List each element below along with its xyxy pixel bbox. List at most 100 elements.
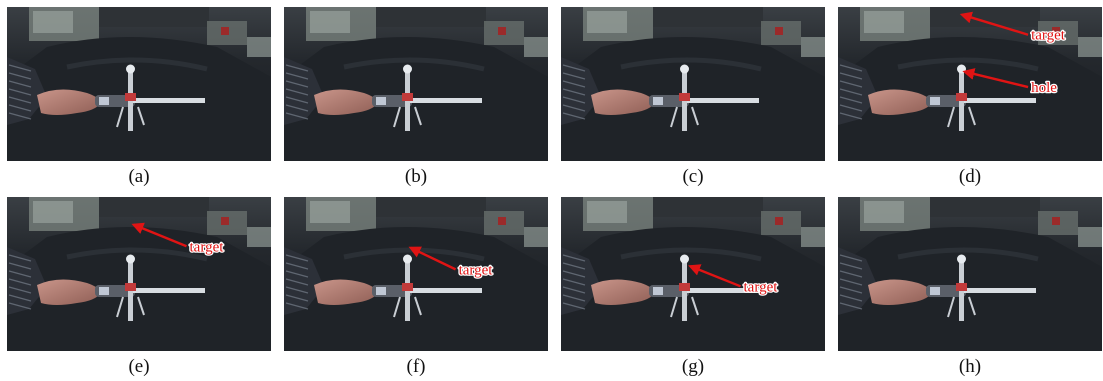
device-led	[498, 217, 506, 225]
tool-leg	[691, 296, 699, 316]
sleeve-stripe	[285, 72, 309, 80]
equipment-panel	[33, 11, 73, 33]
tool-top	[403, 254, 412, 264]
panel-caption: (d)	[958, 166, 982, 187]
tool-rod	[964, 288, 1036, 293]
sleeve-stripe	[839, 104, 863, 112]
sleeve-stripe	[562, 64, 586, 72]
device-edge	[524, 37, 548, 57]
sleeve-stripe	[285, 254, 309, 262]
photo-frame	[561, 7, 825, 161]
tool-top	[126, 254, 135, 264]
sleeve-stripe	[285, 294, 309, 302]
tool-rod	[133, 288, 205, 293]
sleeve-stripe	[8, 80, 32, 88]
sleeve-stripe	[562, 262, 586, 270]
hand	[591, 279, 655, 305]
annotation-label: target	[744, 279, 779, 295]
device-edge	[801, 227, 825, 247]
sleeve-stripe	[8, 262, 32, 270]
scene-photo: target	[7, 197, 271, 351]
tool-leg	[393, 106, 401, 128]
tool-band	[99, 97, 109, 105]
device-edge	[1078, 227, 1102, 247]
tool-rod	[410, 288, 482, 293]
annotation-arrow	[962, 68, 1029, 89]
bench	[376, 197, 486, 217]
annotation-label: target	[459, 262, 494, 278]
tool-red-part	[956, 93, 967, 101]
bench	[653, 197, 763, 217]
sleeve-stripe	[562, 80, 586, 88]
sleeve-stripe	[8, 294, 32, 302]
tool-red-part	[125, 283, 136, 291]
panel-caption: (g)	[681, 356, 705, 377]
sleeve-stripe	[562, 104, 586, 112]
panel-h: (h)	[838, 197, 1102, 381]
sleeve-stripe	[839, 80, 863, 88]
cloth-fold	[620, 247, 762, 262]
panel-g: target (g)	[561, 197, 825, 381]
scene-photo: target	[284, 197, 548, 351]
tool-leg	[116, 296, 124, 318]
bench	[930, 197, 1040, 217]
tool-leg	[137, 106, 145, 126]
tool-leg	[968, 296, 976, 316]
sleeve	[7, 247, 47, 315]
sleeve-stripe	[285, 104, 309, 112]
tool-rod	[687, 288, 759, 293]
photo-frame	[7, 7, 271, 161]
device-led	[498, 27, 506, 35]
tool-band	[99, 287, 109, 295]
sleeve-stripe	[562, 270, 586, 278]
sleeve-stripe	[285, 278, 309, 286]
tool-band	[930, 287, 940, 295]
panel-b: (b)	[284, 7, 548, 191]
sleeve	[838, 57, 878, 125]
sleeve-stripe	[285, 302, 309, 310]
annotation-arrow	[688, 264, 741, 288]
cloth-fold	[66, 247, 208, 262]
sleeve	[284, 247, 324, 315]
panel-caption: (f)	[406, 356, 426, 377]
sleeve	[561, 247, 601, 315]
tool-top	[680, 64, 689, 74]
bench	[653, 7, 763, 27]
tool-leg	[947, 296, 955, 318]
equipment-panel	[310, 11, 350, 33]
tool-red-part	[679, 283, 690, 291]
panel-caption: (b)	[404, 166, 428, 187]
sleeve-stripe	[285, 96, 309, 104]
hand	[37, 279, 101, 305]
cloth-fold	[897, 57, 1039, 72]
tool-leg	[670, 106, 678, 128]
scene-photo	[561, 7, 825, 161]
bench	[99, 197, 209, 217]
hand	[868, 279, 932, 305]
sleeve-stripe	[839, 112, 863, 120]
device-led	[775, 217, 783, 225]
sleeve-stripe	[839, 294, 863, 302]
sleeve	[838, 247, 878, 315]
photo-frame: target	[7, 197, 271, 351]
scene-photo	[284, 7, 548, 161]
sleeve-stripe	[8, 278, 32, 286]
device-led	[1052, 217, 1060, 225]
annotation-arrow	[408, 246, 457, 271]
tool-band	[653, 97, 663, 105]
tool-top	[403, 64, 412, 74]
sleeve-stripe	[839, 72, 863, 80]
photo-frame: target	[561, 197, 825, 351]
sleeve-stripe	[562, 254, 586, 262]
sleeve-stripe	[562, 96, 586, 104]
sleeve-stripe	[562, 88, 586, 96]
panel-caption: (h)	[958, 356, 982, 377]
scene-photo: target	[561, 197, 825, 351]
tool-red-part	[125, 93, 136, 101]
sleeve-stripe	[285, 270, 309, 278]
sleeve-stripe	[839, 270, 863, 278]
sleeve-stripe	[8, 254, 32, 262]
annotation-arrow	[131, 222, 187, 248]
hand	[868, 89, 932, 115]
